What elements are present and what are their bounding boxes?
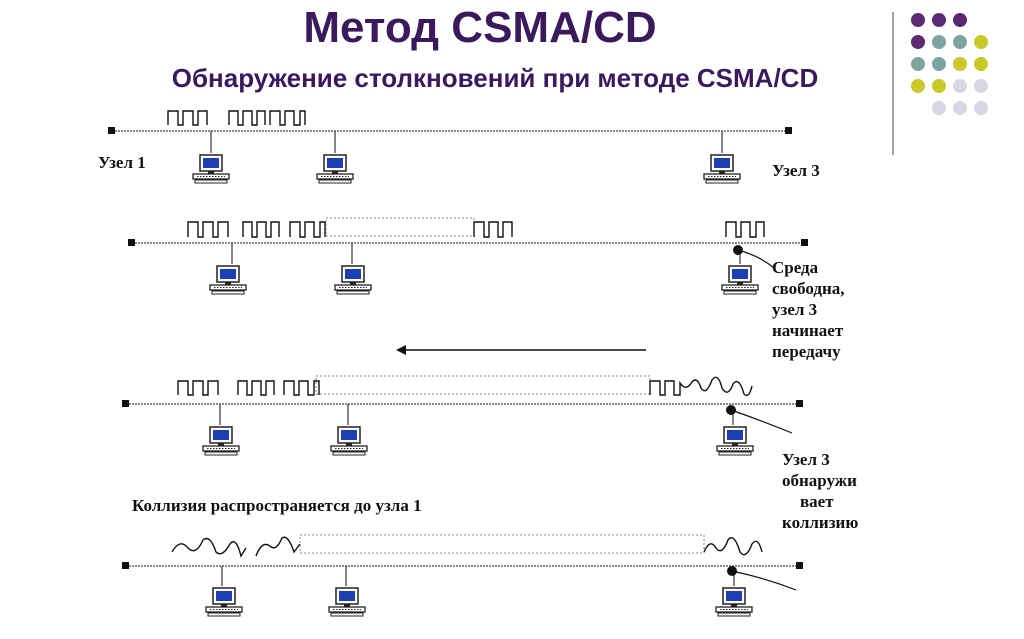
collision-spreads-label: Коллизия распространяется до узла 1 [132, 496, 422, 515]
collision-signal-icon [703, 537, 763, 556]
bus-terminator [785, 127, 792, 134]
pulse-signal-icon [177, 380, 320, 396]
network-row-1 [108, 110, 792, 184]
callout-line [731, 570, 797, 591]
node-3-label: Узел 3 [772, 161, 820, 180]
bus-terminator [796, 562, 803, 569]
decorative-dot [953, 79, 967, 93]
callout-line [737, 249, 775, 269]
slide-title: Метод CSMA/CD [303, 3, 657, 52]
node-1-label: Узел 1 [98, 153, 146, 172]
decorative-dot [953, 57, 967, 71]
decorative-dot [974, 101, 988, 115]
decorative-dot [953, 13, 967, 27]
collision-signal-icon [649, 376, 753, 397]
network-row-2 [128, 217, 808, 295]
decorative-dot [953, 101, 967, 115]
detects-line-1: Узел 3 [782, 450, 830, 469]
decorative-dot [974, 35, 988, 49]
decorative-dot [911, 57, 925, 71]
decorative-dot [932, 79, 946, 93]
decorative-dot [974, 57, 988, 71]
computer-icon [328, 587, 366, 617]
computer-icon [716, 426, 754, 456]
callout-line [730, 409, 793, 434]
network-row-3 [122, 375, 803, 456]
network-row-4 [122, 534, 803, 617]
medium-free-line-5: передачу [772, 342, 841, 361]
computer-icon [316, 154, 354, 184]
detects-line-4: коллизию [782, 513, 859, 532]
pulse-signal-icon [725, 221, 765, 238]
computer-icon [721, 265, 759, 295]
pulse-signal-icon [187, 221, 326, 238]
bus-terminator [122, 562, 129, 569]
decorative-dot-grid [911, 13, 988, 115]
medium-free-line-2: свободна, [772, 279, 845, 298]
signal-envelope [315, 375, 651, 395]
slide-subtitle: Обнаружение столкновений при методе CSMA… [171, 63, 819, 93]
decorative-dot [932, 35, 946, 49]
computer-icon [209, 265, 247, 295]
bus-terminator [801, 239, 808, 246]
pulse-signal-icon [167, 110, 306, 126]
arrow-left-icon [396, 345, 646, 355]
detects-line-3: вает [800, 492, 834, 511]
pulse-signal-icon [473, 221, 513, 238]
decorative-dot [953, 35, 967, 49]
decorative-dot [932, 13, 946, 27]
medium-free-line-1: Среда [772, 258, 819, 277]
signal-envelope [325, 217, 475, 237]
decorative-dot [932, 57, 946, 71]
signal-envelope [299, 534, 705, 554]
detects-line-2: обнаружи [782, 471, 857, 490]
bus-terminator [796, 400, 803, 407]
computer-icon [715, 587, 753, 617]
bus-terminator [108, 127, 115, 134]
computer-icon [703, 154, 741, 184]
computer-icon [334, 265, 372, 295]
medium-free-line-4: начинает [772, 321, 844, 340]
computer-icon [202, 426, 240, 456]
decorative-dot [911, 79, 925, 93]
computer-icon [192, 154, 230, 184]
computer-icon [205, 587, 243, 617]
medium-free-line-3: узел 3 [772, 300, 818, 319]
decorative-dot [974, 79, 988, 93]
bus-terminator [122, 400, 129, 407]
decorative-dot [911, 13, 925, 27]
collision-signal-icon [171, 536, 301, 558]
computer-icon [330, 426, 368, 456]
decorative-dot [911, 35, 925, 49]
decorative-dot [932, 101, 946, 115]
bus-terminator [128, 239, 135, 246]
